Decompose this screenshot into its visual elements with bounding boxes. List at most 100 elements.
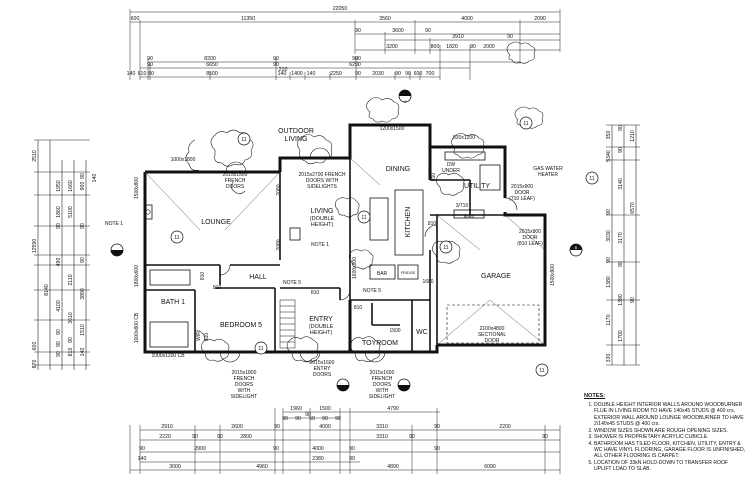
room-label-kitchen: KITCHEN bbox=[405, 207, 412, 238]
label-wir: WIR bbox=[196, 331, 202, 341]
dim: 90 bbox=[274, 424, 280, 430]
dim: 2110 bbox=[68, 274, 74, 285]
door-swings bbox=[194, 147, 518, 363]
landscaping-shrubs bbox=[185, 41, 544, 363]
callout-11: 11 bbox=[519, 116, 533, 130]
dim: 2900 bbox=[194, 446, 206, 452]
dim: 90 bbox=[507, 34, 513, 40]
dim: 2030 bbox=[372, 71, 384, 77]
room-label-hall: HALL bbox=[249, 274, 267, 281]
dim: 810 bbox=[68, 348, 74, 357]
dim: 4890 bbox=[387, 464, 399, 470]
dim: 90 bbox=[139, 446, 145, 452]
dim: 2600 bbox=[231, 424, 243, 430]
dim: 90 bbox=[355, 28, 361, 34]
dim: 490 bbox=[56, 258, 62, 267]
building-walls bbox=[143, 123, 547, 354]
dim: 140 bbox=[307, 71, 316, 77]
dim: 1510 bbox=[80, 324, 86, 336]
dim: 50 bbox=[309, 416, 315, 422]
dim: 1860 bbox=[56, 206, 62, 218]
annotation-note: NOTE 5 bbox=[363, 288, 381, 294]
room-label-wc: WC bbox=[416, 329, 428, 336]
dim: 90 bbox=[355, 71, 361, 77]
dim: 1700 bbox=[618, 330, 624, 342]
dim: 90 bbox=[434, 424, 440, 430]
callout-number: 11 bbox=[241, 137, 246, 143]
annotation-window: 1500 bbox=[389, 328, 400, 334]
dim: 6570 bbox=[630, 202, 636, 214]
dim: 90 bbox=[606, 257, 612, 263]
dim: 1950 bbox=[56, 180, 62, 192]
annotation-window: 1500x800 bbox=[134, 177, 140, 199]
dim: 5100 bbox=[68, 206, 74, 218]
dim: 90 bbox=[80, 257, 86, 263]
annotation-window: 810 bbox=[200, 272, 206, 281]
label-bar: BAR bbox=[377, 271, 388, 277]
dim: 90 bbox=[68, 337, 74, 343]
dim: 90 bbox=[630, 297, 636, 303]
room-label-bedroom: BEDROOM 5 bbox=[220, 322, 262, 329]
right-dimension-labels: 1210 90 350 5340 90 3140 90 6570 3030 31… bbox=[606, 125, 636, 362]
annotation-window: 1600 bbox=[422, 279, 433, 285]
dim: 90 bbox=[349, 456, 355, 462]
dim: 90 bbox=[322, 416, 328, 422]
dim: 140 bbox=[138, 456, 147, 462]
dim: 1380 bbox=[606, 276, 612, 288]
label-linen: linen bbox=[464, 214, 475, 220]
dim: 90 bbox=[273, 446, 279, 452]
dim: 90 bbox=[56, 223, 62, 229]
dim: 140 bbox=[278, 71, 287, 77]
annotation-window: 810 bbox=[431, 173, 437, 182]
dim: 3140 bbox=[618, 178, 624, 190]
dim: 2200 bbox=[499, 424, 511, 430]
bottom-dimension-labels: 1960 90 1500 4790 90 90 50 90 90 2910 26… bbox=[138, 406, 548, 470]
dim: 90 bbox=[405, 71, 411, 77]
label-fridge: FRIDGE bbox=[401, 271, 416, 275]
dim: 4000 bbox=[461, 16, 473, 22]
dim: 90 bbox=[355, 56, 361, 62]
section-marker-bottom-2 bbox=[397, 378, 411, 392]
room-label-utility: UTILITY bbox=[464, 183, 490, 190]
right-dimensions bbox=[606, 124, 640, 366]
callout-11: 11 bbox=[357, 210, 371, 224]
dim: 3910 bbox=[452, 34, 464, 40]
dim: 600 bbox=[131, 16, 140, 22]
dim: 1960 bbox=[290, 406, 302, 412]
dim: 2090 bbox=[534, 16, 546, 22]
dim: 1500 bbox=[319, 406, 331, 412]
callout-11: 11 bbox=[439, 240, 453, 254]
callout-11: 11 bbox=[170, 230, 184, 244]
callout-11: 11 bbox=[585, 171, 599, 185]
notes-panel: NOTES: DOUBLE HEIGHT INTERIOR WALLS AROU… bbox=[584, 393, 746, 473]
dim: 5340 bbox=[606, 150, 612, 162]
dim: 90 bbox=[434, 446, 440, 452]
dim: 3310 bbox=[376, 424, 388, 430]
annotation-window: 3/710 bbox=[456, 203, 469, 209]
dim: 3560 bbox=[379, 16, 391, 22]
dim: 700 bbox=[426, 71, 435, 77]
dim: 8500 bbox=[206, 71, 218, 77]
annotation-window: 810 bbox=[428, 221, 437, 227]
dim: 2220 bbox=[159, 434, 171, 440]
dim: 90 bbox=[295, 416, 301, 422]
annotation-window: 1200x1500 bbox=[380, 126, 405, 132]
top-dimensions bbox=[129, 9, 561, 80]
dim: 90 bbox=[273, 56, 279, 62]
note-item: SHOWER IS PROPRIETARY ACRYLIC CUBICLE. bbox=[594, 434, 746, 440]
dim: 600 bbox=[414, 71, 423, 77]
annotation-window: 1800x600 bbox=[134, 265, 140, 287]
dim: 2000 bbox=[483, 44, 495, 50]
top-dimension-labels: 22050 600 11350 3560 4000 2090 3600 90 9… bbox=[127, 6, 546, 77]
dim: 4790 bbox=[387, 406, 399, 412]
note-item: WINDOW SIZES SHOWN ARE ROUGH OPENING SIZ… bbox=[594, 428, 746, 434]
dim: 2380 bbox=[312, 456, 324, 462]
